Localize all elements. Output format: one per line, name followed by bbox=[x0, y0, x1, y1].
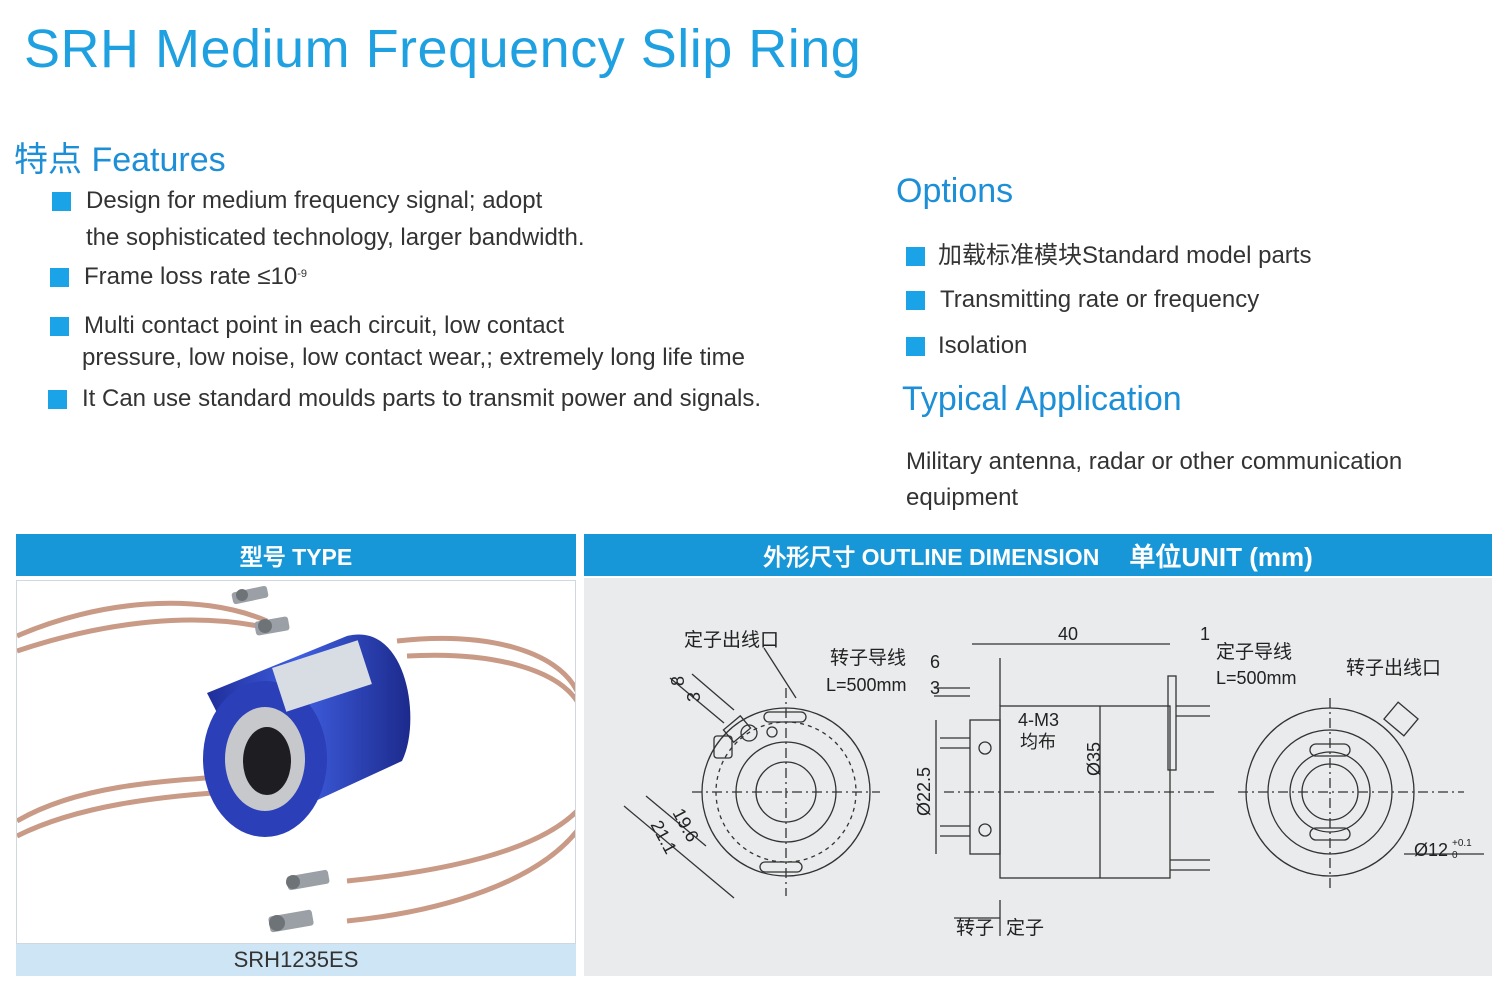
option-item: 加载标准模块Standard model parts bbox=[906, 240, 1311, 272]
feature-item: Multi contact point in each circuit, low… bbox=[50, 310, 745, 374]
dim-8: 8 bbox=[668, 676, 688, 686]
bullet-square-icon bbox=[50, 268, 69, 287]
feature-text: Multi contact point in each circuit, low… bbox=[84, 312, 565, 339]
type-header: 型号 TYPE bbox=[16, 534, 576, 576]
feature-item: Design for medium frequency signal; adop… bbox=[52, 185, 585, 254]
option-item: Transmitting rate or frequency bbox=[906, 284, 1259, 316]
bnc-connector-icon bbox=[254, 616, 290, 636]
application-heading: Typical Application bbox=[902, 380, 1182, 418]
bullet-square-icon bbox=[906, 247, 925, 266]
dim-40: 40 bbox=[1058, 624, 1078, 644]
bnc-connector-icon bbox=[268, 909, 314, 933]
dim-dia-22-5: Ø22.5 bbox=[914, 767, 934, 816]
feature-item: Frame loss rate ≤10-9 bbox=[50, 261, 307, 293]
label-rotor-outlet: 转子出线口 bbox=[1346, 657, 1441, 679]
coax-cable bbox=[346, 809, 575, 884]
dim-3b: 3 bbox=[930, 678, 940, 698]
dimension-header: 外形尺寸 OUTLINE DIMENSION 单位UNIT (mm) bbox=[584, 534, 1492, 576]
label-stator: 定子 bbox=[1006, 917, 1044, 939]
slip-ring-illustration bbox=[17, 585, 575, 933]
coax-cable bbox=[396, 636, 575, 693]
bullet-square-icon bbox=[906, 291, 925, 310]
label-rotor-wire: 转子导线 bbox=[830, 647, 906, 669]
feature-text: It Can use standard moulds parts to tran… bbox=[82, 385, 762, 412]
features-heading: 特点 Features bbox=[14, 141, 226, 179]
bullet-square-icon bbox=[48, 390, 67, 409]
dim-tolerance-upper: +0.1 bbox=[1452, 838, 1472, 849]
bnc-connector-icon bbox=[231, 585, 269, 605]
product-photo bbox=[16, 580, 576, 944]
technical-drawing: 定子出线口 转子导线 L=500mm 定子导线 L=500mm 转子出线口 4-… bbox=[623, 624, 1484, 939]
dim-tolerance-lower: 0 bbox=[1452, 850, 1458, 861]
dim-dia-12: Ø12 bbox=[1414, 840, 1448, 860]
label-stator-outlet: 定子出线口 bbox=[684, 629, 779, 651]
dim-1: 1 bbox=[1200, 624, 1210, 644]
coax-cable bbox=[17, 617, 273, 654]
application-text: Military antenna, radar or other communi… bbox=[906, 448, 1403, 511]
coax-cable bbox=[17, 773, 238, 824]
feature-text: Frame loss rate ≤10-9 bbox=[84, 263, 308, 290]
coax-cable bbox=[406, 652, 575, 703]
bullet-square-icon bbox=[52, 192, 71, 211]
label-screw: 4-M3 bbox=[1018, 710, 1059, 730]
feature-text-line2: the sophisticated technology, larger ban… bbox=[86, 224, 585, 251]
outline-dimension-drawing: 定子出线口 转子导线 L=500mm 定子导线 L=500mm 转子出线口 4-… bbox=[584, 578, 1492, 976]
label-rotor-wire-length: L=500mm bbox=[826, 675, 907, 695]
bullet-square-icon bbox=[50, 317, 69, 336]
option-text: Transmitting rate or frequency bbox=[940, 286, 1260, 313]
option-text: 加载标准模块Standard model parts bbox=[938, 242, 1312, 269]
page-title: SRH Medium Frequency Slip Ring bbox=[24, 19, 862, 79]
dim-dia-35: Ø35 bbox=[1084, 742, 1104, 776]
coax-cable bbox=[346, 829, 575, 924]
coax-cable bbox=[17, 788, 243, 839]
label-screw-note: 均布 bbox=[1020, 732, 1056, 752]
feature-text: Design for medium frequency signal; adop… bbox=[86, 187, 543, 214]
model-caption: SRH1235ES bbox=[16, 944, 576, 976]
feature-item: It Can use standard moulds parts to tran… bbox=[48, 383, 761, 415]
dim-6: 6 bbox=[930, 652, 940, 672]
label-rotor: 转子 bbox=[956, 917, 994, 939]
dim-3a: 3 bbox=[684, 692, 704, 702]
feature-text-line2: pressure, low noise, low contact wear,; … bbox=[82, 344, 745, 371]
dimension-header-label: 外形尺寸 OUTLINE DIMENSION bbox=[763, 544, 1100, 570]
feature-superscript: -9 bbox=[297, 268, 308, 280]
bnc-connector-icon bbox=[286, 869, 330, 891]
label-stator-wire: 定子导线 bbox=[1216, 641, 1292, 663]
label-stator-wire-length: L=500mm bbox=[1216, 668, 1297, 688]
dimension-unit-label: 单位UNIT (mm) bbox=[1129, 541, 1313, 572]
options-heading: Options bbox=[896, 172, 1014, 210]
bullet-square-icon bbox=[906, 337, 925, 356]
coax-cable bbox=[17, 600, 268, 639]
option-item: Isolation bbox=[906, 330, 1027, 362]
option-text: Isolation bbox=[938, 332, 1028, 359]
